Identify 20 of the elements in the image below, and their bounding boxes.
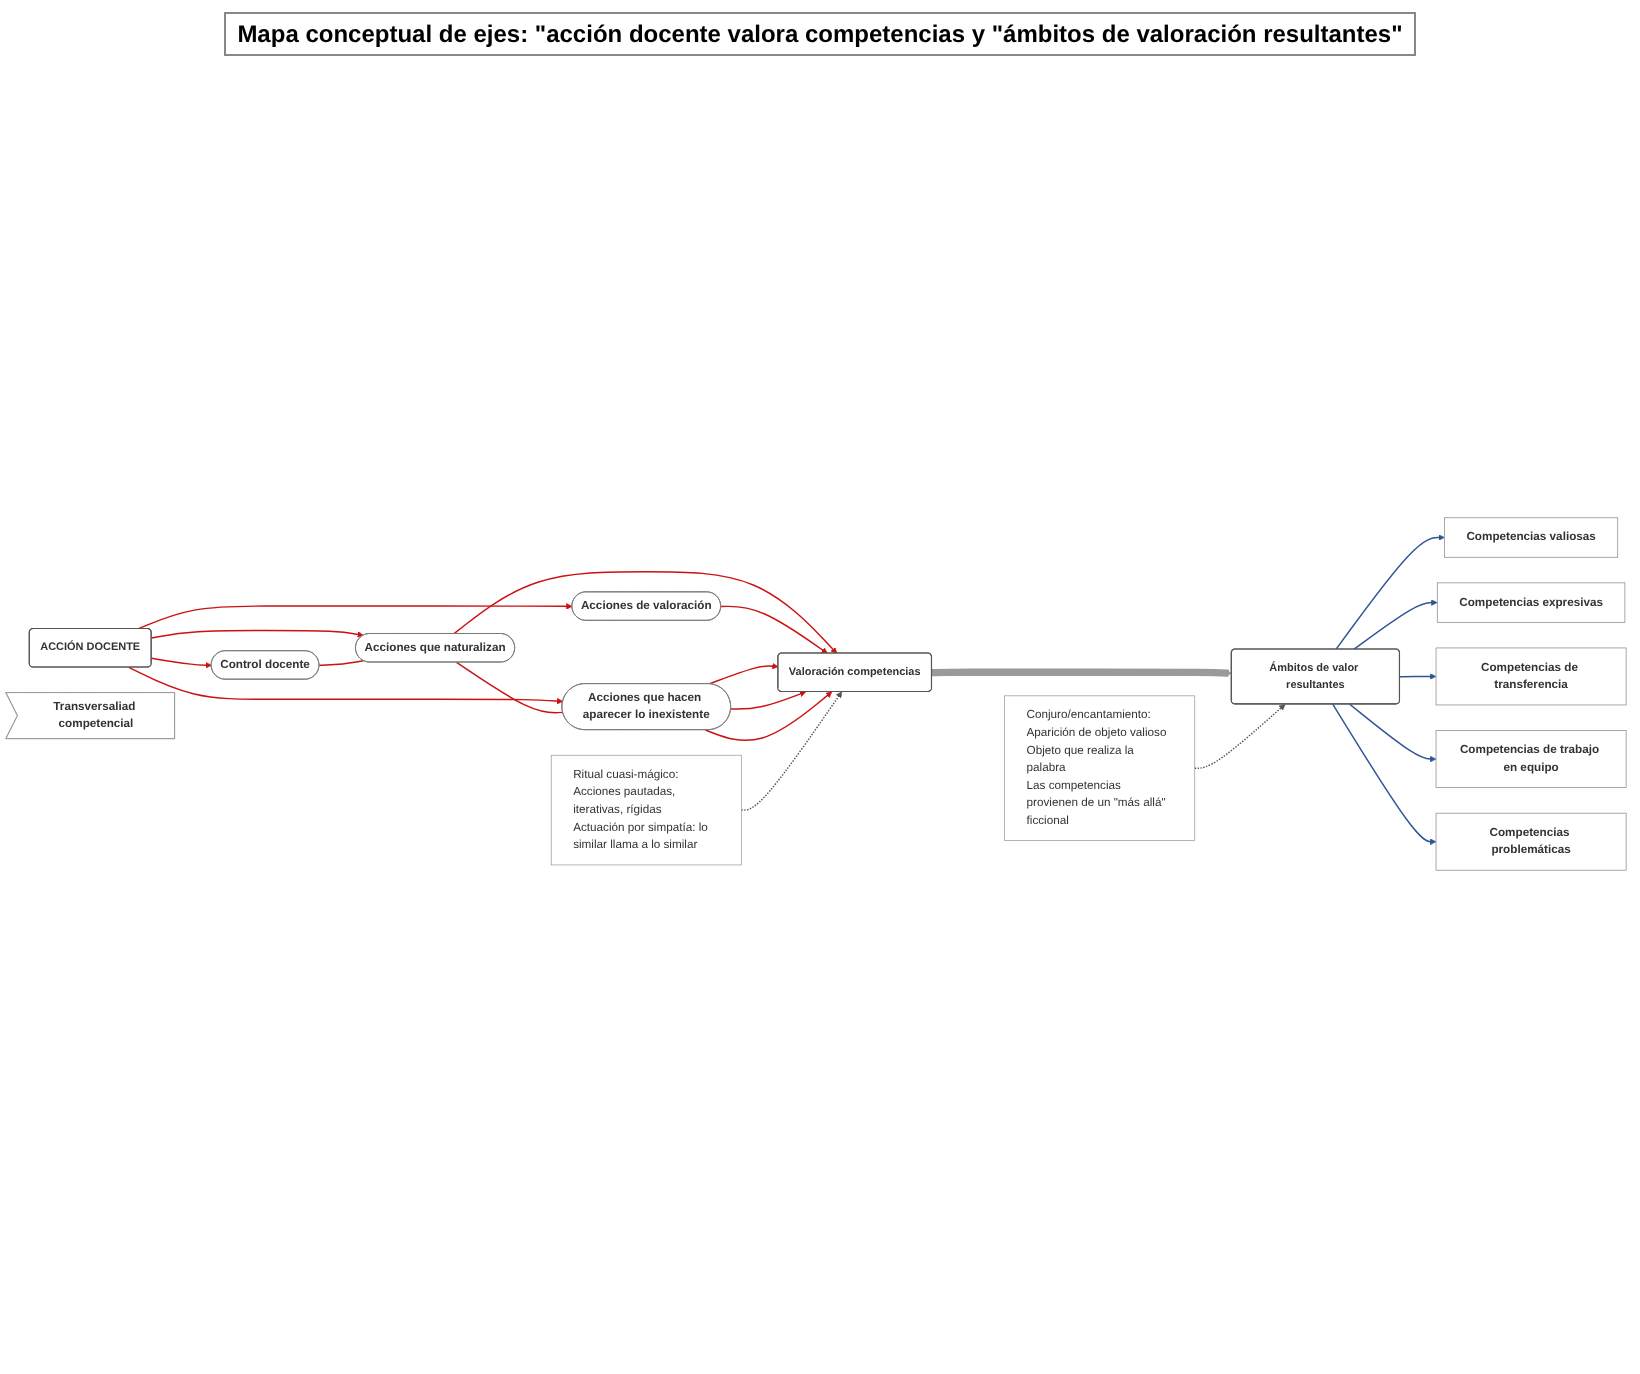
arrow <box>150 657 212 669</box>
connector <box>455 661 564 714</box>
arrow <box>1194 703 1286 769</box>
arrow <box>720 605 828 654</box>
arrow <box>704 691 833 742</box>
connector <box>318 660 365 667</box>
title-box: Mapa conceptual de ejes: "acción docente valora competencias y "ámbitos de valoración resultantes" <box>223 12 1417 56</box>
arrow <box>137 603 573 630</box>
arrow <box>150 629 364 639</box>
arrow <box>730 690 807 710</box>
arrow <box>128 666 564 705</box>
arrow <box>1349 703 1437 763</box>
arrow <box>1399 673 1437 680</box>
arrow <box>931 668 1232 677</box>
arrow <box>1335 534 1445 651</box>
arrow <box>708 662 779 685</box>
arrow <box>740 691 843 811</box>
arrow <box>453 570 838 654</box>
arrow <box>1332 703 1437 845</box>
arrow <box>1353 599 1438 651</box>
